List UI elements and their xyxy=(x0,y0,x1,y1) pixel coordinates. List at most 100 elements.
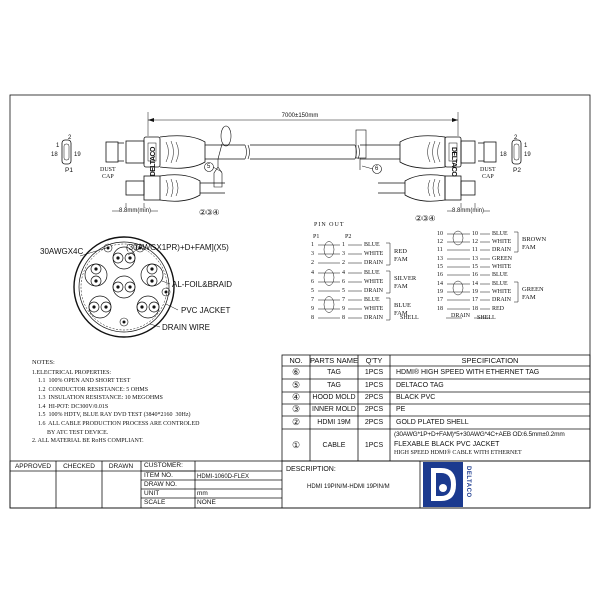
pin-dim-right: 8.8mm(min) xyxy=(451,208,485,214)
item-no-label: ITEM NO. xyxy=(144,472,173,479)
connector-left-top xyxy=(125,135,206,169)
pinout-title: PIN OUT xyxy=(314,222,345,228)
note-line: 1.2 CONDUCTOR RESISTANCE: 5 OHMS xyxy=(38,386,149,393)
pin-right-name: WHITE xyxy=(492,239,512,245)
pin-left-b: 2 xyxy=(342,260,345,266)
pin-left-a: 1 xyxy=(311,242,314,248)
pin-left-b: 1 xyxy=(342,242,345,248)
bom-row-qty: 2PCS xyxy=(364,406,384,413)
pin-left-name: BLUE xyxy=(364,242,380,248)
bom-row-no: ⑥ xyxy=(291,367,301,377)
approved-label: APPROVED xyxy=(14,463,52,470)
callout-refs-left: ②③④ xyxy=(199,208,220,217)
pinout-right-lines xyxy=(446,230,519,319)
callout-6: 6 xyxy=(375,166,379,172)
pin-right-a: 16 xyxy=(437,272,443,278)
pin-right-a: 12 xyxy=(437,239,443,245)
cable-cross-section xyxy=(73,236,179,338)
bom-row-spec: PE xyxy=(396,406,406,413)
pin-right-a: 10 xyxy=(437,231,443,237)
callout-5: 5 xyxy=(207,164,211,170)
pin-left-group: SILVER FAM xyxy=(394,275,417,290)
bom-row-qty: 2PCS xyxy=(364,394,384,401)
pin-left-b: 6 xyxy=(342,279,345,285)
pin-number-19-right: 19 xyxy=(524,152,531,158)
pin-right-b: 18 xyxy=(472,306,478,312)
description-value: HDMI 19PIN/M-HDMI 19PIN/M xyxy=(307,484,390,490)
scale-value: NONE xyxy=(197,499,216,506)
shell-right: SHELL xyxy=(477,315,496,321)
pin-right-a: 15 xyxy=(437,264,443,270)
pin-number-18: 18 xyxy=(51,152,58,158)
pin-left-name: DRAIN xyxy=(364,260,383,266)
brand-mark-left: DELTACO xyxy=(150,147,157,177)
notes-lines: 1.ELECTRICAL PROPERTIES:1.1 100% OPEN AN… xyxy=(32,369,199,446)
bom-row-part: HOOD MOLD xyxy=(312,394,356,401)
note-line: BY ATC TEST DEVICE. xyxy=(38,429,109,436)
pin-number-2-right: 2 xyxy=(514,135,518,141)
pin-right-group: GREEN FAM xyxy=(522,286,544,301)
pin-left-a: 4 xyxy=(311,270,314,276)
pin-left-b: 5 xyxy=(342,288,345,294)
dust-cap-left xyxy=(105,141,124,163)
bom-header-qty: Q'TY xyxy=(365,356,383,365)
pin-left-name: WHITE xyxy=(364,306,384,312)
pin-left-name: BLUE xyxy=(364,297,380,303)
bom-row-part: HDMI 19M xyxy=(317,419,351,426)
pin-left-a: 9 xyxy=(311,306,314,312)
bom-header-spec: SPECIFICATION xyxy=(461,356,519,365)
bom-row-part: TAG xyxy=(327,382,341,389)
pin-left-a: 6 xyxy=(311,279,314,285)
pin-left-b: 8 xyxy=(342,315,345,321)
bom-row-spec3: HIGH SPEED HDMI® CABLE WITH ETHERNET xyxy=(394,450,522,456)
pin-right-b: 19 xyxy=(472,289,478,295)
callout-refs-right: ②③④ xyxy=(415,214,436,223)
bom-row-qty: 1PCS xyxy=(364,442,384,449)
pin-left-b: 7 xyxy=(342,297,345,303)
pinout-left-lines xyxy=(318,241,391,321)
label-30awg: 30AWGX4C xyxy=(40,247,84,256)
bom-row-qty: 2PCS xyxy=(364,419,384,426)
pin-right-b: 15 xyxy=(472,264,478,270)
bom-header-no: NO. xyxy=(289,356,303,365)
bom-row-no: ⑤ xyxy=(291,380,301,390)
pin-right-name: DRAIN xyxy=(492,247,511,253)
label-drain-wire: DRAIN WIRE xyxy=(162,323,210,332)
plug-p1-face xyxy=(61,139,72,165)
bom-row-spec: HDMI® HIGH SPEED WITH ETHERNET TAG xyxy=(396,369,540,376)
pin-dim-left: 8.8mm(min) xyxy=(118,208,152,214)
label-al-foil: AL-FOIL&BRAID xyxy=(172,280,233,289)
dust-cap-label-right: DUST CAP xyxy=(480,167,496,180)
plug-label-p1: P1 xyxy=(65,167,73,174)
overall-length-dimension: 7000±150mm xyxy=(281,113,319,119)
bom-header-part: PARTS NAME xyxy=(309,356,359,365)
customer-label: CUSTOMER: xyxy=(144,462,183,469)
pin-right-name: DRAIN xyxy=(492,297,511,303)
pin-left-a: 3 xyxy=(311,251,314,257)
pin-right-name: GREEN xyxy=(492,256,512,262)
pin-right-b: 12 xyxy=(472,239,478,245)
plug-label-p2: P2 xyxy=(513,167,521,174)
unit-value: mm xyxy=(197,490,208,497)
pin-number-18-right: 18 xyxy=(500,152,507,158)
shell-drain: DRAIN xyxy=(451,313,470,319)
bom-row-no: ③ xyxy=(291,404,301,414)
bom-grid xyxy=(281,354,591,462)
pin-right-b: 13 xyxy=(472,256,478,262)
bom-row-qty: 1PCS xyxy=(364,369,384,376)
label-pvc-jacket: PVC JACKET xyxy=(181,306,231,315)
bom-row-spec: GOLD PLATED SHELL xyxy=(396,419,469,426)
bom-row-qty: 1PCS xyxy=(364,382,384,389)
brand-mark-right: DELTACO xyxy=(450,147,457,177)
connector-right-side xyxy=(378,174,476,202)
title-block-grid xyxy=(9,460,591,509)
scale-label: SCALE xyxy=(144,499,166,506)
bom-row-spec: (30AWG*1P+D+FAM)*5+30AWG*4C+AEB OD:6.5mm… xyxy=(394,431,565,438)
drawn-label: DRAWN xyxy=(108,463,134,470)
pin-right-b: 16 xyxy=(472,272,478,278)
pin-left-group: RED FAM xyxy=(394,248,408,263)
note-line: 2. ALL MATERIAL BE RoHS COMPLIANT. xyxy=(32,438,144,445)
pin-left-a: 2 xyxy=(311,260,314,266)
note-line: 1.3 INSULATION RESISTANCE: 10 MEGOHMS xyxy=(38,395,163,402)
